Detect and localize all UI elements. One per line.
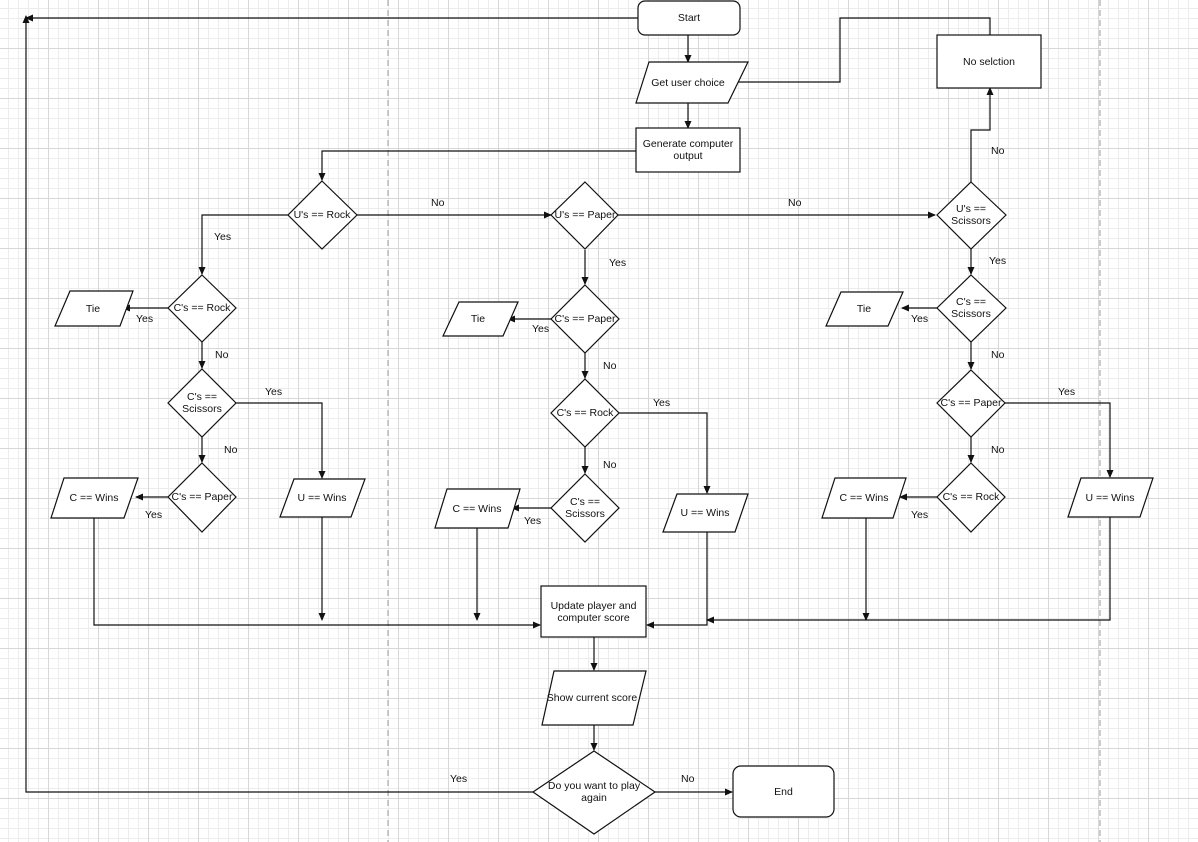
rock-c-paper-decision[interactable] bbox=[167, 462, 237, 533]
edge-label-rock-yes: Yes bbox=[214, 231, 232, 243]
start-label: Start bbox=[677, 12, 701, 24]
edge-label-again-no: No bbox=[681, 773, 695, 785]
u-paper-decision[interactable] bbox=[550, 181, 619, 250]
edge-label-paper-yes: Yes bbox=[609, 257, 627, 269]
sc-c-paper-label: C's == Paper bbox=[940, 397, 1002, 409]
edge-label-paper-crock-yes: Yes bbox=[653, 397, 671, 409]
edge-label-paper-cpaper-no: No bbox=[603, 360, 617, 372]
sc-u-wins-output[interactable] bbox=[1067, 477, 1154, 518]
play-again-label: Do you want to play again bbox=[547, 780, 641, 804]
rock-c-scissors-decision[interactable] bbox=[167, 368, 237, 438]
sc-c-scissors-label: C's == Scissors bbox=[951, 296, 991, 320]
generate-computer-output-node[interactable] bbox=[635, 127, 741, 173]
paper-tie-output[interactable] bbox=[442, 301, 519, 337]
paper-c-paper-label: C's == Paper bbox=[554, 313, 616, 325]
u-rock-decision[interactable] bbox=[287, 180, 358, 250]
sc-c-scissors-decision[interactable] bbox=[936, 274, 1007, 343]
edge-paper-uwins-to-update bbox=[646, 532, 708, 629]
edge-urock-yes bbox=[198, 214, 288, 275]
edge-label-rock-cscissors-no: No bbox=[224, 444, 238, 456]
edge-sc-uwins-to-update bbox=[706, 517, 1111, 624]
generate-computer-output-label: Generate computer output bbox=[642, 138, 734, 162]
paper-tie-label: Tie bbox=[470, 313, 486, 325]
edge-rock-cwins-to-update bbox=[93, 518, 541, 629]
edge-paper-crock-yes bbox=[619, 412, 711, 494]
sc-c-wins-label: C == Wins bbox=[839, 492, 889, 504]
paper-c-scissors-label: C's == Scissors bbox=[565, 496, 605, 520]
rock-u-wins-label: U == Wins bbox=[297, 492, 347, 504]
rock-c-wins-output[interactable] bbox=[50, 477, 139, 519]
play-again-decision[interactable] bbox=[531, 750, 657, 835]
edge-label-rock-no: No bbox=[431, 197, 445, 209]
sc-c-rock-label: C's == Rock bbox=[942, 491, 1000, 503]
edge-generate-to-urock bbox=[318, 150, 636, 181]
paper-c-wins-label: C == Wins bbox=[452, 502, 502, 515]
sc-c-rock-decision[interactable] bbox=[936, 462, 1006, 533]
show-score-label: Show current score bbox=[546, 692, 638, 704]
rock-c-rock-label: C's == Rock bbox=[173, 302, 231, 314]
edge-label-sc-tie-yes: Yes bbox=[911, 313, 929, 325]
no-selection-label: No selction bbox=[963, 55, 1015, 68]
show-score-node[interactable] bbox=[541, 670, 647, 726]
paper-c-scissors-decision[interactable] bbox=[550, 473, 620, 543]
edge-label-rock-cpaper-yes: Yes bbox=[145, 509, 163, 521]
rock-tie-output[interactable] bbox=[54, 290, 134, 327]
end-node[interactable] bbox=[732, 765, 835, 818]
edge-label-paper-cscissors-yes: Yes bbox=[524, 515, 542, 527]
sc-c-wins-output[interactable] bbox=[821, 477, 907, 519]
paper-c-paper-decision[interactable] bbox=[550, 284, 620, 354]
rock-u-wins-output[interactable] bbox=[279, 478, 366, 518]
edge-label-sc-cpaper-yes: Yes bbox=[1058, 386, 1076, 398]
edge-label-rock-crock-no: No bbox=[215, 349, 229, 361]
edge-again-yes bbox=[22, 15, 533, 793]
lane-dividers bbox=[387, 0, 1101, 842]
paper-c-wins-output[interactable] bbox=[434, 488, 521, 529]
edge-label-paper-no: No bbox=[788, 197, 802, 209]
sc-tie-output[interactable] bbox=[825, 291, 904, 327]
edge-label-rock-tie-yes: Yes bbox=[136, 313, 154, 325]
end-label: End bbox=[774, 785, 793, 798]
edge-label-paper-tie-yes: Yes bbox=[532, 323, 550, 335]
edge-label-sc-crock-yes: Yes bbox=[911, 509, 929, 521]
edge-label-rock-cscissors-yes: Yes bbox=[265, 386, 283, 398]
paper-c-rock-decision[interactable] bbox=[550, 378, 620, 448]
u-scissors-decision[interactable] bbox=[936, 181, 1007, 250]
edge-label-scissors-no: No bbox=[991, 145, 1005, 157]
get-user-choice-node[interactable] bbox=[635, 61, 749, 104]
get-user-choice-label: Get user choice bbox=[651, 76, 725, 89]
sc-tie-label: Tie bbox=[856, 303, 872, 315]
update-score-label: Update player and computer score bbox=[550, 599, 637, 624]
edge-label-again-yes: Yes bbox=[450, 773, 468, 785]
no-selection-node[interactable] bbox=[936, 34, 1042, 89]
sc-u-wins-label: U == Wins bbox=[1085, 491, 1135, 504]
edge-label-sc-cpaper-no: No bbox=[991, 444, 1005, 456]
paper-u-wins-label: U == Wins bbox=[680, 507, 730, 519]
rock-c-rock-decision[interactable] bbox=[167, 274, 237, 343]
rock-tie-label: Tie bbox=[85, 302, 101, 315]
edge-uscissors-to-noselection bbox=[970, 87, 994, 182]
u-scissors-label: U's == Scissors bbox=[951, 203, 991, 227]
paper-u-wins-output[interactable] bbox=[662, 493, 749, 533]
rock-c-scissors-label: C's == Scissors bbox=[182, 391, 222, 415]
update-score-node[interactable] bbox=[540, 585, 647, 638]
rock-c-paper-label: C's == Paper bbox=[171, 491, 233, 503]
edge-label-scissors-yes: Yes bbox=[989, 255, 1007, 267]
edge-label-sc-cscissors-no: No bbox=[991, 349, 1005, 361]
sc-c-paper-decision[interactable] bbox=[936, 369, 1006, 438]
paper-c-rock-label: C's == Rock bbox=[556, 407, 614, 419]
u-rock-label: U's == Rock bbox=[293, 209, 351, 221]
u-paper-label: U's == Paper bbox=[554, 209, 616, 221]
edge-rock-cscissors-yes bbox=[236, 402, 326, 479]
rock-c-wins-label: C == Wins bbox=[69, 492, 119, 504]
edge-sc-cpaper-yes bbox=[1005, 402, 1114, 478]
start-node[interactable] bbox=[637, 0, 741, 36]
edge-label-paper-crock-no: No bbox=[603, 459, 617, 471]
